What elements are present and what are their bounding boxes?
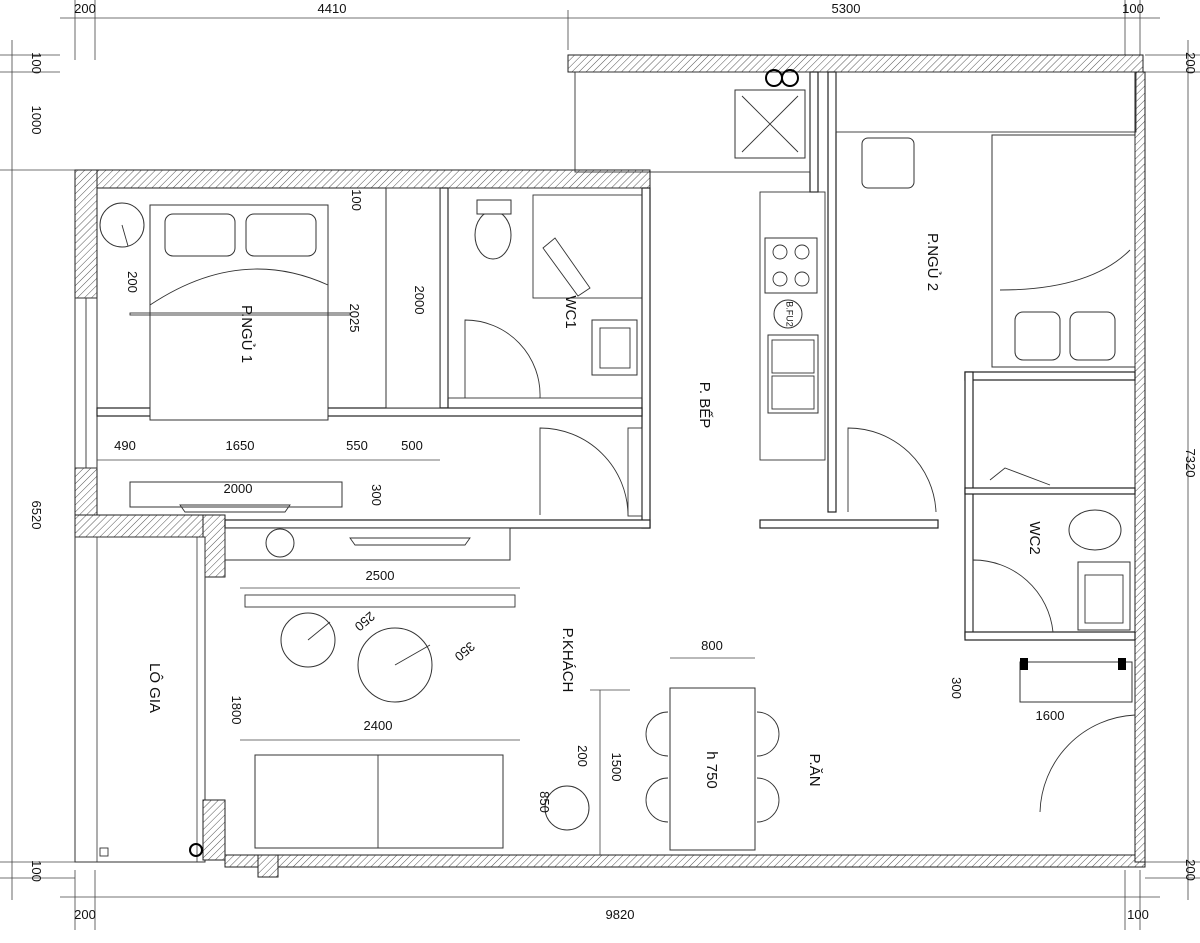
fridge	[773, 299, 803, 329]
dim-top-4410: 4410	[318, 1, 347, 16]
bedroom-1: P.NGỦ 1 200 2025 2000 100 490 1650 550 5…	[97, 187, 643, 517]
dim-bottom-9820: 9820	[606, 907, 635, 922]
dimension-labels: 200 4410 5300 100 200 9820 100 100 1000 …	[29, 1, 1198, 922]
dim-wardrobe-2000: 2000	[412, 286, 427, 315]
fridge-label: B.FU2	[785, 301, 795, 327]
room-label-dining: P.ĂN	[806, 753, 823, 786]
dim-top-200: 200	[74, 1, 96, 16]
pillow-1a	[164, 213, 236, 257]
dim-right-7320: 7320	[1183, 449, 1198, 478]
dim-left-100-top: 100	[29, 52, 44, 74]
bedroom-2: P.NGỦ 2	[835, 71, 1137, 513]
dim-right-200-top: 200	[1183, 52, 1198, 74]
dim-bottom-100: 100	[1127, 907, 1149, 922]
dim-bed1-100: 100	[349, 189, 364, 211]
dim-desk-300: 300	[369, 484, 384, 506]
dim-bottom-200: 200	[74, 907, 96, 922]
dim-right-200-bottom: 200	[1183, 859, 1198, 881]
dim-dining-800: 800	[701, 638, 723, 653]
dim-bed1-500: 500	[401, 438, 423, 453]
wc-2: WC2	[972, 467, 1131, 633]
room-label-loggia: LÔ GIA	[146, 663, 163, 713]
sink-1	[591, 319, 638, 376]
pillow-2a	[1014, 311, 1061, 361]
wc-1: WC1	[447, 187, 643, 399]
dim-bed1-550: 550	[346, 438, 368, 453]
loggia: LÔ GIA	[99, 663, 203, 857]
dim-bed1-200: 200	[125, 271, 140, 293]
dim-bed1-2025: 2025	[347, 304, 362, 333]
sofa	[254, 754, 504, 849]
dim-left-100-bottom: 100	[29, 860, 44, 882]
dim-table-350: 350	[452, 639, 478, 664]
shoe-cabinet	[1019, 661, 1133, 703]
dim-left-6520: 6520	[29, 501, 44, 530]
cabinet: 300 1600	[949, 658, 1136, 813]
dining-table	[669, 687, 756, 851]
dim-sofa-2400: 2400	[364, 718, 393, 733]
toilet-2	[1068, 509, 1122, 551]
room-label-kitchen: P. BẾP	[696, 382, 713, 428]
cooktop	[764, 237, 818, 294]
dim-side-850: 850	[537, 791, 552, 813]
dim-top-100: 100	[1122, 1, 1144, 16]
dim-living-2500: 2500	[366, 568, 395, 583]
dim-bed1-490: 490	[114, 438, 136, 453]
kitchen-sink	[767, 334, 819, 414]
dim-living-1500: 1500	[609, 753, 624, 782]
side-table	[544, 785, 590, 831]
dim-bed1-1650: 1650	[226, 438, 255, 453]
living-room: P.KHÁCH 2500 250 350 1800 2400 200 850 1…	[224, 527, 630, 855]
kitchen: B.FU2 P. BẾP	[574, 69, 826, 461]
room-label-bedroom-2: P.NGỦ 2	[924, 233, 942, 291]
dining-room: 800 h 750 P.ĂN	[645, 638, 823, 851]
pillow-1b	[245, 213, 317, 257]
dim-table-250: 250	[352, 609, 378, 634]
desk-1	[129, 481, 343, 508]
chair-bedroom2	[861, 137, 915, 189]
wardrobe-1	[385, 187, 441, 409]
dim-living-1800: 1800	[229, 696, 244, 725]
pillow-2b	[1069, 311, 1116, 361]
room-label-wc1: WC1	[562, 295, 579, 328]
dim-side-200: 200	[575, 745, 590, 767]
dim-cabinet-1600: 1600	[1036, 708, 1065, 723]
room-label-wc2: WC2	[1026, 521, 1043, 554]
dining-table-height: h 750	[703, 751, 720, 789]
room-label-bedroom-1: P.NGỦ 1	[238, 305, 256, 363]
toilet-1	[474, 210, 512, 260]
room-label-living: P.KHÁCH	[559, 628, 576, 693]
dim-cabinet-300: 300	[949, 677, 964, 699]
dim-left-1000: 1000	[29, 106, 44, 135]
walls	[74, 54, 1146, 878]
sink-2	[1077, 561, 1131, 631]
dim-desk-2000: 2000	[224, 481, 253, 496]
dim-top-5300: 5300	[832, 1, 861, 16]
